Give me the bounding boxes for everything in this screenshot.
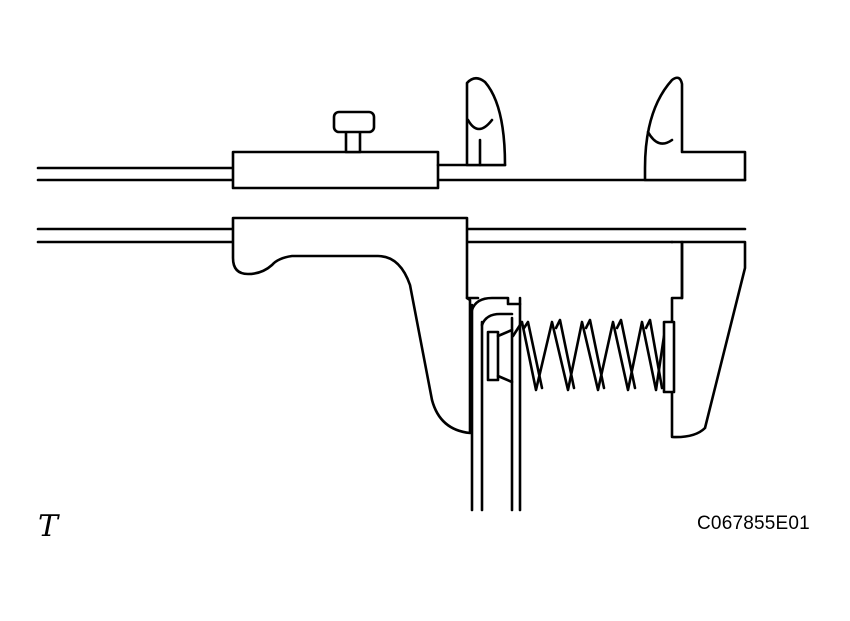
caliper-fixed-lower-jaw <box>465 240 747 439</box>
thumb-screw <box>332 110 376 154</box>
caliper-fixed-upper-jaw <box>643 76 747 182</box>
shaft <box>470 296 522 512</box>
corner-mark: T <box>38 509 59 544</box>
caliper-upper-beam <box>36 166 235 182</box>
caliper-slider <box>231 76 507 190</box>
caliper-slider-lower-jaw <box>231 216 472 435</box>
figure-code: C067855E01 <box>697 513 810 534</box>
caliper-main-beam <box>36 178 747 244</box>
compression-spring <box>486 318 676 394</box>
